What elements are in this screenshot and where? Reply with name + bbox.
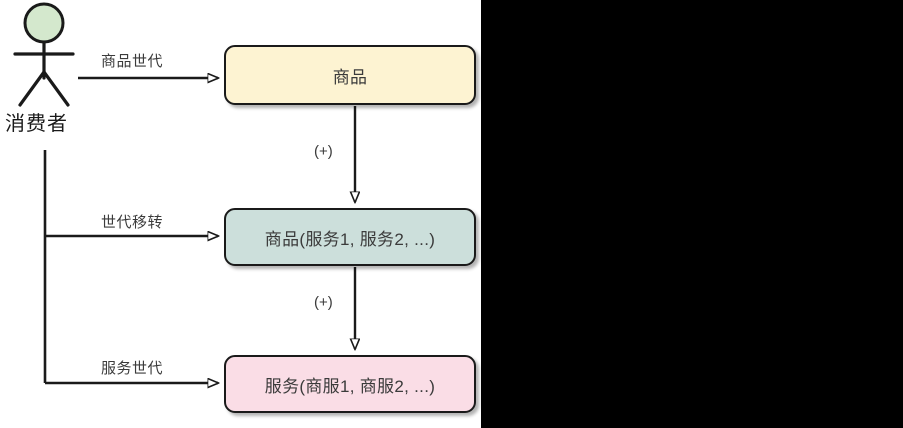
edge-label-generation-transfer: 世代移转 [101, 214, 164, 231]
node-product-services-label: 商品(服务1, 服务2, ...) [264, 229, 436, 249]
edge-label-plus-product-services-to-services: (+) [314, 294, 333, 311]
node-product[interactable]: 商品 [224, 45, 476, 105]
node-product-services[interactable]: 商品(服务1, 服务2, ...) [224, 208, 476, 266]
edge-label-service-generation: 服务世代 [101, 360, 164, 377]
diagram-connectors [13, 2, 481, 428]
consumer-actor-label: 消费者 [5, 113, 68, 135]
actor-left-leg-line [18, 70, 46, 107]
actor-right-leg-line [42, 70, 70, 107]
node-product-label: 商品 [332, 67, 368, 87]
node-services[interactable]: 服务(商服1, 商服2, ...) [224, 355, 476, 413]
diagram-canvas: 消费者 商品 商品(服务1, 服务2, ...) 服务(商服1, 商服2, ..… [0, 0, 481, 428]
consumer-actor-figure [13, 2, 75, 107]
edge-label-plus-product-to-product-services: (+) [314, 143, 333, 160]
node-services-label: 服务(商服1, 商服2, ...) [264, 376, 436, 396]
edge-label-product-generation: 商品世代 [101, 53, 164, 70]
actor-head-icon [23, 2, 65, 44]
